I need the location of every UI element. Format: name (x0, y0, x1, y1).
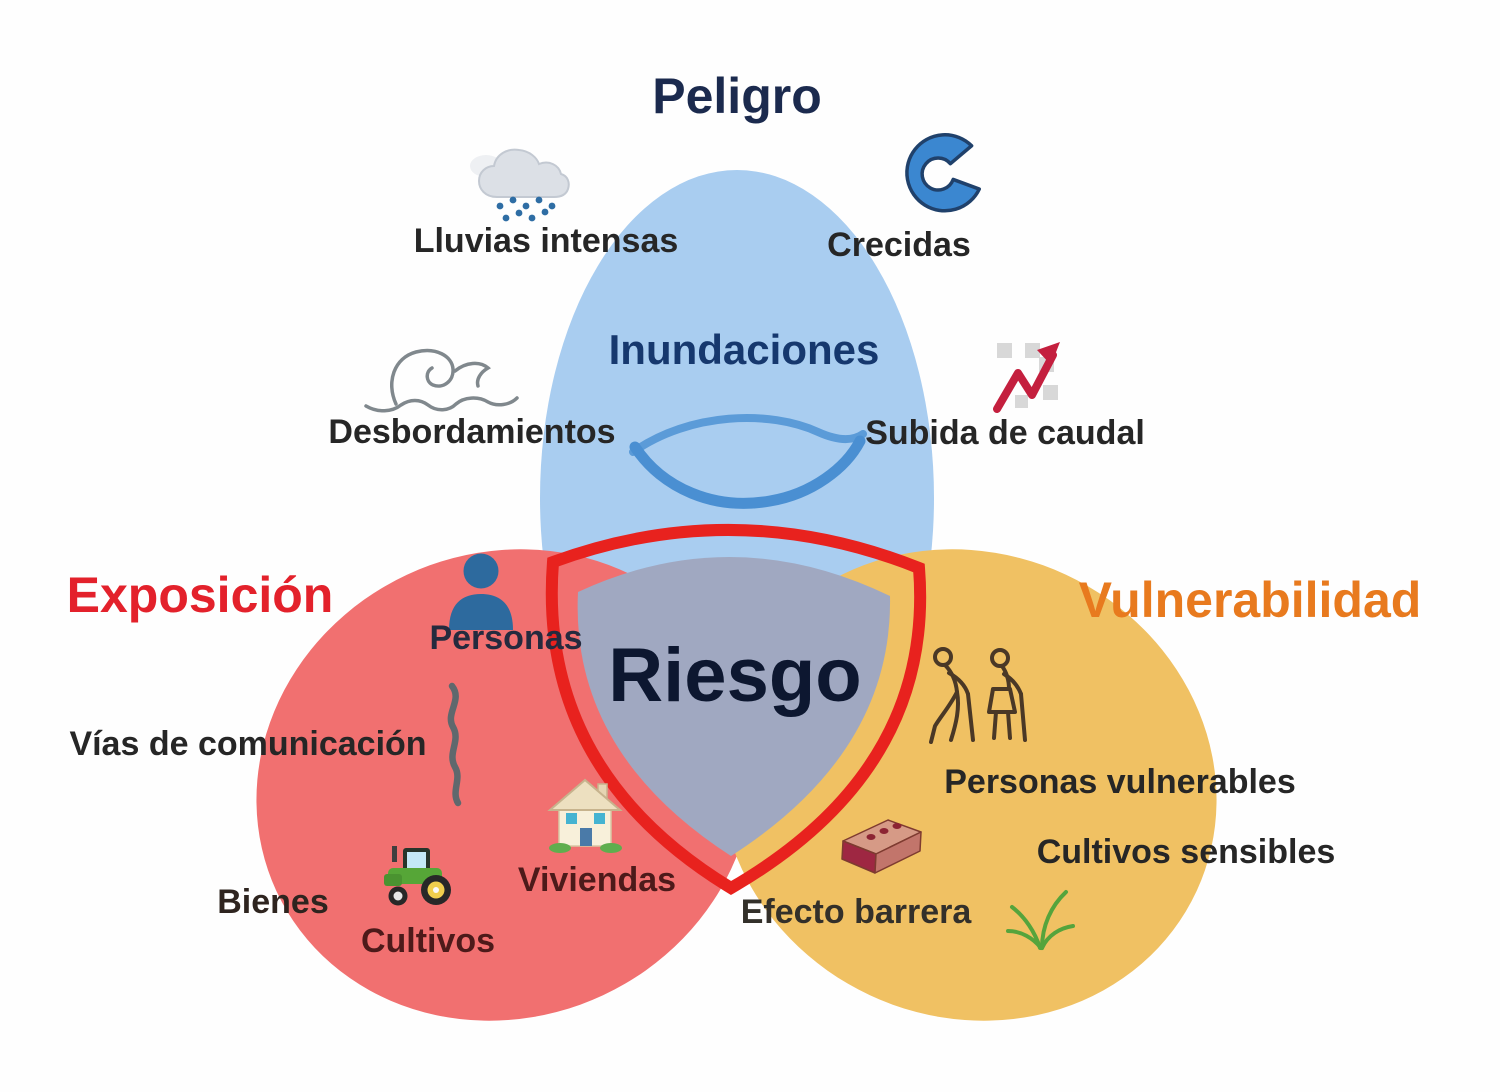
personas-vulnerables-label: Personas vulnerables (944, 763, 1296, 801)
person-bust-icon (449, 553, 513, 630)
grass-sprout-icon (1006, 890, 1075, 950)
water-swoosh-icon (629, 414, 867, 509)
desbordamientos-label: Desbordamientos (328, 413, 615, 451)
rising-chart-icon (993, 342, 1060, 413)
house-icon (547, 778, 623, 853)
winding-road-icon (447, 682, 462, 807)
cultivos-label: Cultivos (361, 922, 495, 960)
bienes-label: Bienes (217, 883, 329, 921)
peligro-title: Peligro (652, 68, 821, 124)
rain-cloud-icon (470, 148, 570, 222)
crecidas-label: Crecidas (827, 226, 971, 264)
vias-de-comunicacion-label: Vías de comunicación (69, 725, 426, 763)
breaking-wave-line-icon (364, 348, 519, 413)
riesgo-intersection-blob (577, 556, 891, 856)
ocean-wave-icon (905, 133, 981, 213)
riesgo-outline (545, 524, 927, 895)
brick-icon (841, 819, 922, 874)
tractor-icon (384, 846, 451, 906)
riesgo-label: Riesgo (608, 633, 861, 718)
vulnerabilidad-title: Vulnerabilidad (1079, 572, 1422, 628)
cultivos-sensibles-label: Cultivos sensibles (1037, 833, 1336, 871)
lluvias-intensas-label: Lluvias intensas (414, 222, 679, 260)
viviendas-label: Viviendas (518, 861, 676, 899)
exposicion-title: Exposición (67, 567, 334, 623)
inundaciones-label: Inundaciones (609, 326, 880, 373)
subida-de-caudal-label: Subida de caudal (865, 414, 1145, 452)
personas-label: Personas (429, 619, 582, 657)
efecto-barrera-label: Efecto barrera (741, 893, 973, 931)
elderly-couple-icon (929, 647, 1027, 744)
